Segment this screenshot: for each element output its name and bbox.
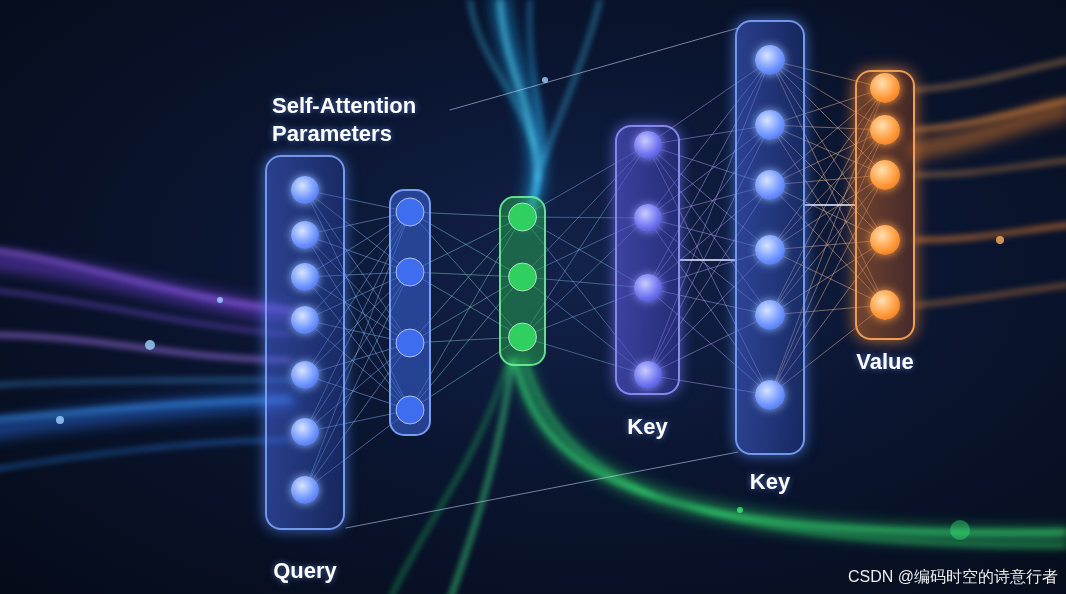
leader-line	[450, 28, 738, 110]
neuron-circle	[755, 170, 785, 200]
layer-label: Value	[856, 349, 913, 374]
neuron-circle	[634, 204, 662, 232]
layer-label: Key	[750, 469, 790, 494]
diagram-heading: Self-Attention Parameters	[272, 92, 447, 148]
neuron-circle	[755, 45, 785, 75]
neuron-circle	[870, 160, 900, 190]
layer-connector	[680, 259, 735, 261]
watermark: CSDN @编码时空的诗意行者	[848, 567, 1058, 587]
neuron-circle	[291, 418, 319, 446]
neuron-circle	[291, 476, 319, 504]
neuron-circle	[755, 300, 785, 330]
hidden-layer	[500, 197, 545, 365]
neuron-circle	[634, 274, 662, 302]
hidden-layer	[390, 190, 430, 435]
leader-line	[346, 452, 738, 528]
neuron-circle	[870, 225, 900, 255]
layer-column: Key	[615, 125, 680, 395]
neuron-circle	[291, 176, 319, 204]
neuron-circle	[755, 235, 785, 265]
neuron-circle	[870, 290, 900, 320]
neuron-circle	[634, 361, 662, 389]
neuron-circle	[870, 73, 900, 103]
neuron-circle	[291, 263, 319, 291]
layer-column: Key	[735, 20, 805, 455]
neuron-circle	[291, 361, 319, 389]
neuron-circle	[634, 131, 662, 159]
neuron-circle	[291, 221, 319, 249]
neuron-circle	[755, 110, 785, 140]
layer-column: Query	[265, 155, 345, 530]
neuron-circle	[755, 380, 785, 410]
neuron-circle	[870, 115, 900, 145]
layer-connector	[805, 204, 855, 206]
layer-column: Value	[855, 70, 915, 340]
neuron-circle	[291, 306, 319, 334]
layer-label: Query	[273, 558, 337, 583]
layer-label: Key	[627, 414, 667, 439]
